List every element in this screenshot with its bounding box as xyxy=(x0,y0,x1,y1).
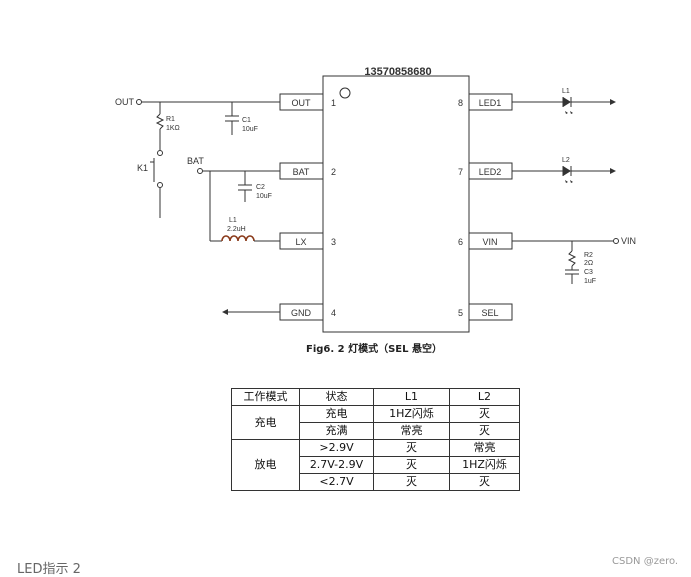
state-cell: 2.7V-2.9V xyxy=(299,456,374,474)
pin1-marker xyxy=(339,87,351,99)
state-cell: >2.9V xyxy=(299,439,374,457)
state-cell: 充电 xyxy=(299,405,374,423)
k1-name: K1 xyxy=(137,163,148,173)
l1-cell: 灭 xyxy=(373,473,450,491)
mode-table: 工作模式 状态 L1 L2 充电 充电 1HZ闪烁 灭 充满 常亮 灭 放电 >… xyxy=(231,388,520,491)
pin-num-6: 6 xyxy=(458,237,463,247)
led2-name: L2 xyxy=(562,157,570,164)
c1-value: 10uF xyxy=(242,126,258,133)
vin-terminal xyxy=(613,238,619,244)
state-cell: <2.7V xyxy=(299,473,374,491)
l2-cell: 常亮 xyxy=(449,439,520,457)
l1-name: L1 xyxy=(229,217,237,224)
header-cell: 状态 xyxy=(299,388,374,406)
pin-vin-label: VIN xyxy=(482,237,497,247)
out-terminal xyxy=(136,99,142,105)
c1-name: C1 xyxy=(242,117,251,124)
l1-value: 2.2uH xyxy=(227,226,246,233)
r1-resistor xyxy=(155,113,165,130)
figure-caption: Fig6. 2 灯模式（SEL 悬空） xyxy=(306,342,442,355)
l2-cell: 灭 xyxy=(449,473,520,491)
pin-sel-label: SEL xyxy=(481,308,498,318)
table-header-row: 工作模式 状态 L1 L2 xyxy=(231,388,520,406)
c3-name: C3 xyxy=(584,269,593,276)
pin-num-1: 1 xyxy=(331,98,336,108)
pin-led1-label: LED1 xyxy=(479,98,502,108)
table-row: 2.7V-2.9V 灭 1HZ闪烁 xyxy=(232,456,520,474)
pin-num-4: 4 xyxy=(331,308,336,318)
header-cell: L1 xyxy=(373,388,450,406)
l1-cell: 灭 xyxy=(373,439,450,457)
r2-name: R2 xyxy=(584,252,593,259)
mode-cell: 放电 xyxy=(231,439,300,491)
l1-cell: 常亮 xyxy=(373,422,450,440)
r1-name: R1 xyxy=(166,116,175,123)
mode-cell: 充电 xyxy=(231,405,300,440)
pin-num-7: 7 xyxy=(458,167,463,177)
l1-inductor xyxy=(221,235,255,242)
header-cell: 工作模式 xyxy=(231,388,300,406)
pin-out-label: OUT xyxy=(292,98,312,108)
pin-lx-label: LX xyxy=(295,237,306,247)
led1-name: L1 xyxy=(562,88,570,95)
c2-value: 10uF xyxy=(256,193,272,200)
state-cell: 充满 xyxy=(299,422,374,440)
schematic-diagram: 13570858680 OUT BAT LX GND 1 2 3 4 LED1 … xyxy=(115,66,636,355)
pin-num-5: 5 xyxy=(458,308,463,318)
out-net-label: OUT xyxy=(115,97,135,107)
c2-name: C2 xyxy=(256,184,265,191)
chip-label: 13570858680 xyxy=(364,66,431,78)
pin-bat-label: BAT xyxy=(293,167,310,177)
header-cell: L2 xyxy=(449,388,520,406)
table-row: <2.7V 灭 灭 xyxy=(232,473,520,491)
pin-gnd-label: GND xyxy=(291,308,312,318)
l2-cell: 灭 xyxy=(449,422,520,440)
l2-cell: 灭 xyxy=(449,405,520,423)
pin-num-8: 8 xyxy=(458,98,463,108)
led2-diode xyxy=(563,166,571,171)
pin-num-2: 2 xyxy=(331,167,336,177)
r2-resistor xyxy=(567,250,577,267)
vin-net-label: VIN xyxy=(621,236,636,246)
r2-value: 2Ω xyxy=(584,260,593,267)
pin-sel-box xyxy=(468,303,513,321)
c3-value: 1uF xyxy=(584,278,596,285)
pin-led2-label: LED2 xyxy=(479,167,502,177)
ic-chip-body xyxy=(322,75,470,333)
l2-cell: 1HZ闪烁 xyxy=(449,456,520,474)
watermark: CSDN @zero. xyxy=(612,556,679,567)
led2-arrow xyxy=(610,168,616,174)
l1-cell: 灭 xyxy=(373,456,450,474)
led1-arrow xyxy=(610,99,616,105)
pin-num-3: 3 xyxy=(331,237,336,247)
led1-diode xyxy=(563,97,571,102)
bat-terminal xyxy=(197,168,203,174)
bat-net-label: BAT xyxy=(187,156,204,166)
gnd-arrow xyxy=(222,309,228,315)
table-row: 充满 常亮 灭 xyxy=(232,422,520,440)
image-caption: LED指示 2 xyxy=(17,562,81,577)
table-row: 放电 >2.9V 灭 常亮 xyxy=(231,439,520,491)
r1-value: 1KΩ xyxy=(166,125,180,132)
l1-cell: 1HZ闪烁 xyxy=(373,405,450,423)
table-row: 充电 充电 1HZ闪烁 灭 xyxy=(231,405,520,440)
